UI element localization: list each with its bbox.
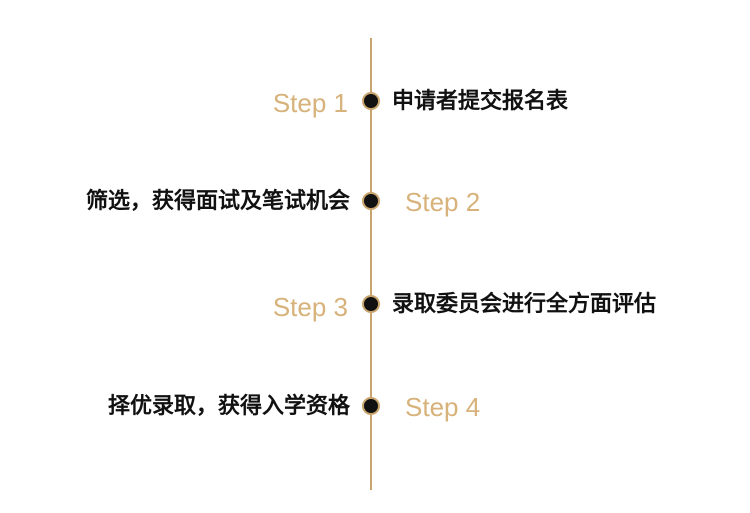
step-1-text: 申请者提交报名表 <box>392 89 569 114</box>
step-4-dot <box>362 397 380 415</box>
step-2-label: Step 2 <box>405 187 481 217</box>
step-2-text: 筛选，获得面试及笔试机会 <box>85 189 350 214</box>
step-1-dot <box>362 92 380 110</box>
step-1-label: Step 1 <box>272 88 348 118</box>
step-3-text: 录取委员会进行全方面评估 <box>392 292 657 317</box>
timeline-axis <box>370 38 372 490</box>
step-3-label: Step 3 <box>272 292 348 322</box>
step-2-dot <box>362 192 380 210</box>
step-3-dot <box>362 295 380 313</box>
step-4-text: 择优录取，获得入学资格 <box>107 394 350 419</box>
step-4-label: Step 4 <box>405 392 481 422</box>
